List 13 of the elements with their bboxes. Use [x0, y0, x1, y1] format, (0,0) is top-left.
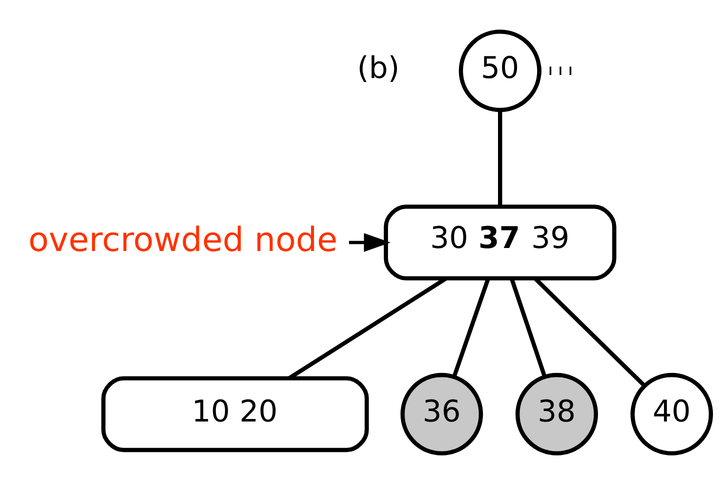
label: (b)	[357, 51, 400, 86]
connector	[510, 278, 547, 378]
connector	[452, 278, 490, 378]
node-box: 10 20	[101, 376, 369, 452]
arrow	[349, 233, 391, 252]
node-box: 30 37 39	[384, 204, 616, 280]
node-circle: 36	[400, 372, 483, 456]
connector	[498, 110, 502, 207]
node-text: overcrowded node	[28, 220, 338, 259]
node-circle: 38	[516, 372, 598, 456]
node-circle: 50	[458, 30, 542, 112]
node-circle: 40	[630, 372, 713, 456]
connector	[534, 278, 646, 387]
